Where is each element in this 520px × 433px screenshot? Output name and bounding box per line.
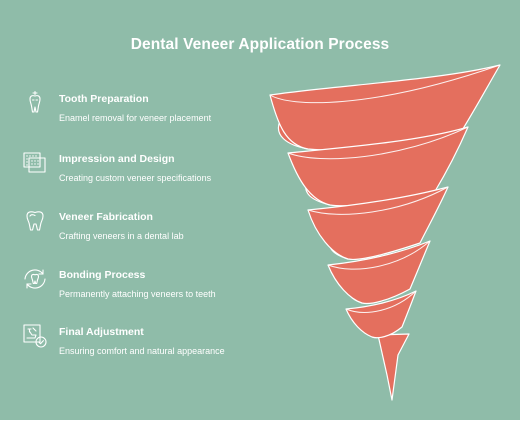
step-description: Permanently attaching veneers to teeth	[59, 289, 216, 299]
spiral-funnel	[269, 64, 501, 401]
funnel-band-5	[345, 290, 417, 339]
step-description: Creating custom veneer specifications	[59, 173, 212, 183]
step-label: Bonding Process	[59, 269, 146, 281]
dental-chair-check-icon	[22, 323, 48, 349]
bottom-strip	[0, 420, 520, 433]
step-label: Veneer Fabrication	[59, 211, 153, 223]
tooth-drill-icon	[22, 90, 48, 116]
funnel-band-3	[307, 186, 449, 260]
step-label: Final Adjustment	[59, 326, 144, 338]
step-description: Enamel removal for veneer placement	[59, 113, 212, 123]
step-label: Tooth Preparation	[59, 93, 149, 105]
step-label: Impression and Design	[59, 153, 175, 165]
step-description: Ensuring comfort and natural appearance	[59, 346, 225, 356]
impression-grid-icon	[22, 150, 48, 176]
tooth-outline-icon	[22, 208, 48, 234]
funnel-band-4	[327, 240, 431, 305]
tooth-cycle-icon	[22, 266, 48, 292]
funnel-tip	[377, 333, 410, 401]
funnel-band-1	[269, 64, 501, 151]
step-description: Crafting veneers in a dental lab	[59, 231, 184, 241]
diagram-title: Dental Veneer Application Process	[130, 36, 390, 53]
